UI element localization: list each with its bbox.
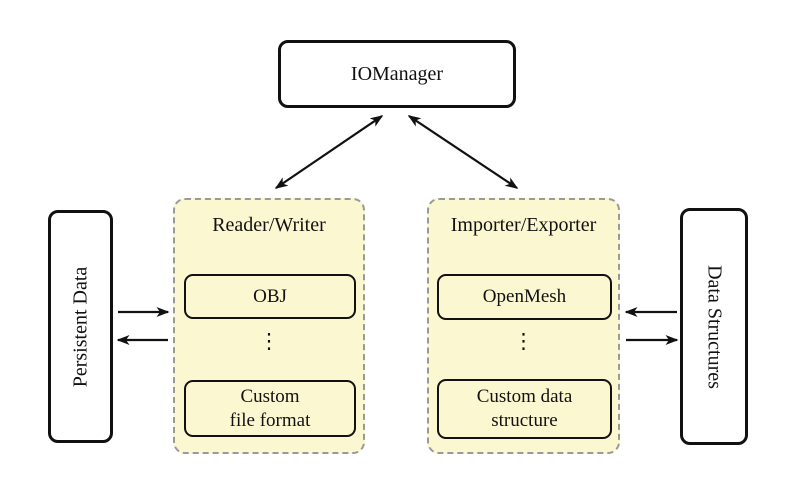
openmesh-label: OpenMesh <box>482 286 567 308</box>
reader-writer-label: Reader/Writer <box>212 214 326 236</box>
node-data-structures: Data Structures <box>680 208 748 445</box>
persistent-data-label: Persistent Data <box>69 266 91 387</box>
io-manager-label: IOManager <box>350 62 444 85</box>
data-structures-label: Data Structures <box>703 264 726 389</box>
arrow-iomanager-readerwriter <box>274 115 384 189</box>
custom-data-structure-label: Custom data structure <box>476 386 573 431</box>
arrow-iomanager-importerexporter <box>407 115 519 189</box>
container-reader-writer: Reader/Writer OBJ ⋮ Custom file format <box>173 198 365 454</box>
node-custom-data-structure: Custom data structure <box>437 379 612 439</box>
vertical-ellipsis-icon: ⋮ <box>513 329 534 353</box>
custom-file-format-label: Custom file format <box>229 385 311 431</box>
obj-label: OBJ <box>253 285 287 307</box>
importer-exporter-label: Importer/Exporter <box>450 214 597 236</box>
node-persistent-data: Persistent Data <box>48 210 113 443</box>
node-custom-file-format: Custom file format <box>184 380 356 437</box>
vertical-ellipsis-icon: ⋮ <box>258 329 280 353</box>
container-importer-exporter: Importer/Exporter OpenMesh ⋮ Custom data… <box>427 198 620 454</box>
node-io-manager: IOManager <box>278 40 516 108</box>
node-obj: OBJ <box>184 274 356 319</box>
node-openmesh: OpenMesh <box>437 274 612 320</box>
